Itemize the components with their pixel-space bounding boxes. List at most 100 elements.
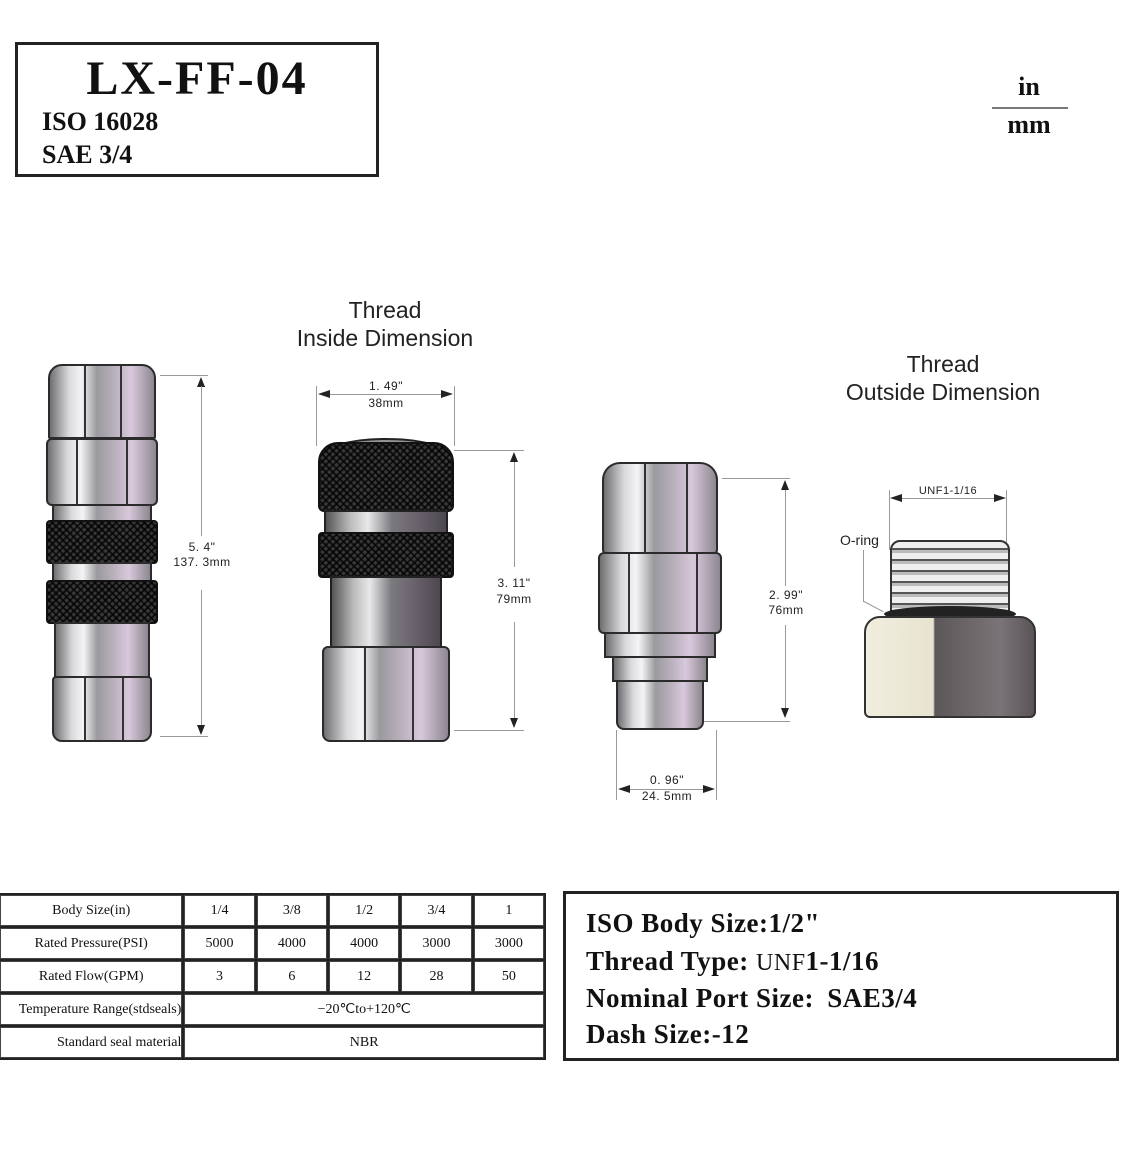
bottom-hex-nut <box>52 676 152 742</box>
coupler-hex-nut <box>322 646 450 742</box>
dim-extension-right <box>454 386 455 446</box>
dim-extension-right <box>716 730 717 800</box>
unit-mm-label: mm <box>1007 110 1051 139</box>
dash-size-value: -12 <box>711 1019 750 1049</box>
nipple-groove <box>612 656 708 682</box>
dash-size-label: Dash Size: <box>586 1019 712 1049</box>
outside-caption-line2: Outside Dimension <box>845 379 1041 405</box>
model-number: LX-FF-04 <box>86 52 308 105</box>
thread-type-prefix: UNF <box>756 950 806 976</box>
assembled-coupling-illustration <box>46 364 160 744</box>
summary-box: ISO Body Size:1/2" Thread Type: UNF1-1/1… <box>563 891 1119 1061</box>
table-cell-span: NBR <box>184 1027 544 1058</box>
coupler-width-in: 1. 49" <box>369 379 403 393</box>
nipple-top-hex <box>602 462 718 554</box>
dim-line <box>514 462 515 567</box>
male-nipple-illustration <box>598 462 722 730</box>
row-header: Standard seal material <box>0 1027 183 1058</box>
unit-divider <box>992 107 1068 109</box>
dim-line <box>201 386 202 536</box>
sleeve-band <box>52 562 152 582</box>
nipple-tip-in: 0. 96" <box>650 773 684 787</box>
nipple-tip <box>616 680 704 730</box>
dim-extension-left <box>316 386 317 446</box>
table-cell: 12 <box>329 961 400 992</box>
coupler-body <box>330 576 442 648</box>
arrow-down-icon <box>510 718 518 728</box>
knurled-sleeve-lower <box>46 580 158 624</box>
table-cell: 4000 <box>329 928 400 959</box>
dim-extension-left <box>616 730 617 800</box>
oring-leader-line <box>863 550 864 602</box>
thread-type-label: Thread Type: <box>586 946 757 976</box>
dim-extension-top <box>454 450 524 451</box>
arrow-up-icon <box>197 377 205 387</box>
coupler-length-in: 3. 11" <box>497 576 531 590</box>
dim-line <box>330 394 442 395</box>
nipple-length-in: 2. 99" <box>769 588 803 602</box>
body-cylinder <box>54 622 150 678</box>
table-row: Rated Pressure(PSI) 5000 4000 4000 3000 … <box>0 928 544 959</box>
top-hex-nut <box>48 364 156 439</box>
table-cell: 1/4 <box>184 895 255 926</box>
dim-line <box>902 498 994 499</box>
dim-extension-bottom <box>160 736 208 737</box>
port-size-line: Nominal Port Size: SAE3/4 <box>586 983 917 1014</box>
iso-standard: ISO 16028 <box>42 107 159 136</box>
dim-line <box>785 490 786 586</box>
dim-extension-bottom <box>704 721 790 722</box>
dim-line <box>630 789 704 790</box>
table-row: Body Size(in) 1/4 3/8 1/2 3/4 1 <box>0 895 544 926</box>
coupler-width-mm: 38mm <box>368 396 404 410</box>
table-row: Rated Flow(GPM) 3 6 12 28 50 <box>0 961 544 992</box>
outside-caption-line1: Thread <box>906 351 980 377</box>
nipple-length-mm: 76mm <box>768 603 804 617</box>
arrow-left-icon <box>318 390 330 398</box>
body-size-label: ISO Body Size: <box>586 908 769 938</box>
dim-extension-right <box>1006 490 1007 550</box>
arrow-down-icon <box>197 725 205 735</box>
model-title-box: LX-FF-04 ISO 16028 SAE 3/4 <box>15 42 379 177</box>
assembled-length-in: 5. 4" <box>188 540 216 554</box>
spec-table: Body Size(in) 1/4 3/8 1/2 3/4 1 Rated Pr… <box>0 893 546 1060</box>
table-cell: 3000 <box>473 928 544 959</box>
row-header: Rated Flow(GPM) <box>0 961 183 992</box>
table-cell: 3000 <box>401 928 472 959</box>
body-size-value: 1/2" <box>768 908 821 938</box>
knurled-sleeve-upper <box>46 520 158 564</box>
knurled-collar-lower <box>318 532 454 578</box>
table-cell: 6 <box>256 961 327 992</box>
thread-type-line: Thread Type: UNF1-1/16 <box>586 946 879 977</box>
arrow-right-icon <box>994 494 1006 502</box>
dim-extension-top <box>722 478 790 479</box>
table-cell: 4000 <box>256 928 327 959</box>
thread-port-illustration <box>862 540 1038 720</box>
table-cell: 3/4 <box>401 895 472 926</box>
knurled-collar-upper <box>318 442 454 512</box>
arrow-right-icon <box>703 785 715 793</box>
assembled-length-mm: 137. 3mm <box>173 555 231 569</box>
table-cell: 28 <box>401 961 472 992</box>
sae-port: SAE 3/4 <box>42 140 133 169</box>
port-size-label: Nominal Port Size: <box>586 983 822 1013</box>
dim-extension-bottom <box>454 730 524 731</box>
port-size-value: SAE3/4 <box>827 983 918 1013</box>
second-hex-nut <box>46 438 158 506</box>
row-header: Rated Pressure(PSI) <box>0 928 183 959</box>
unit-inch-label: in <box>1018 72 1040 101</box>
table-cell: 3/8 <box>256 895 327 926</box>
table-cell: 1/2 <box>329 895 400 926</box>
inside-caption-line2: Inside Dimension <box>296 325 474 351</box>
dim-extension-left <box>889 490 890 550</box>
table-cell: 3 <box>184 961 255 992</box>
nipple-tip-mm: 24. 5mm <box>641 789 693 803</box>
port-hex-nut <box>864 616 1036 718</box>
dim-line <box>514 622 515 720</box>
table-cell: 50 <box>473 961 544 992</box>
nipple-shoulder <box>604 632 716 658</box>
coupler-length-mm: 79mm <box>496 592 532 606</box>
female-coupler-illustration <box>318 436 454 742</box>
external-thread <box>890 540 1010 612</box>
inside-caption-line1: Thread <box>348 297 422 323</box>
nipple-middle-hex <box>598 552 722 634</box>
